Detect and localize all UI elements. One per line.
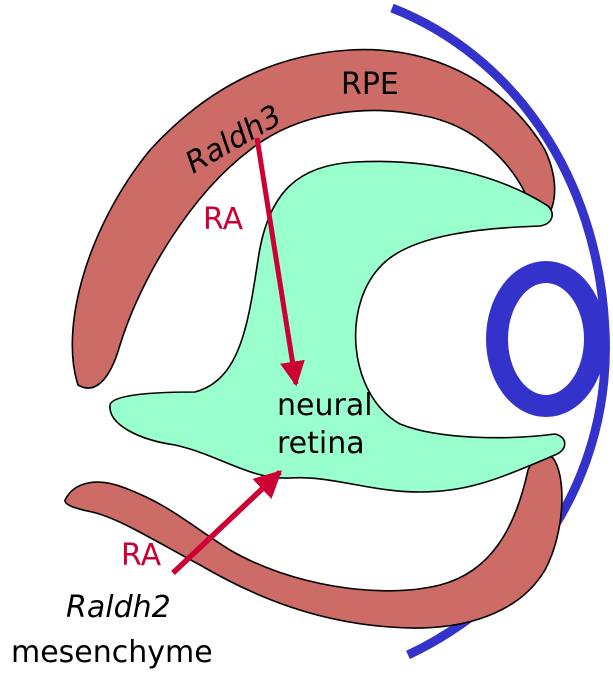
neural-label: neural <box>277 388 373 423</box>
lens <box>497 272 595 406</box>
mesenchyme-label: mesenchyme <box>11 635 213 670</box>
ra-bottom-label: RA <box>121 538 162 573</box>
rpe-label: RPE <box>341 67 399 102</box>
retina-label: retina <box>277 426 365 461</box>
ra-top-label: RA <box>203 202 244 237</box>
raldh2-label: Raldh2 <box>66 590 171 625</box>
